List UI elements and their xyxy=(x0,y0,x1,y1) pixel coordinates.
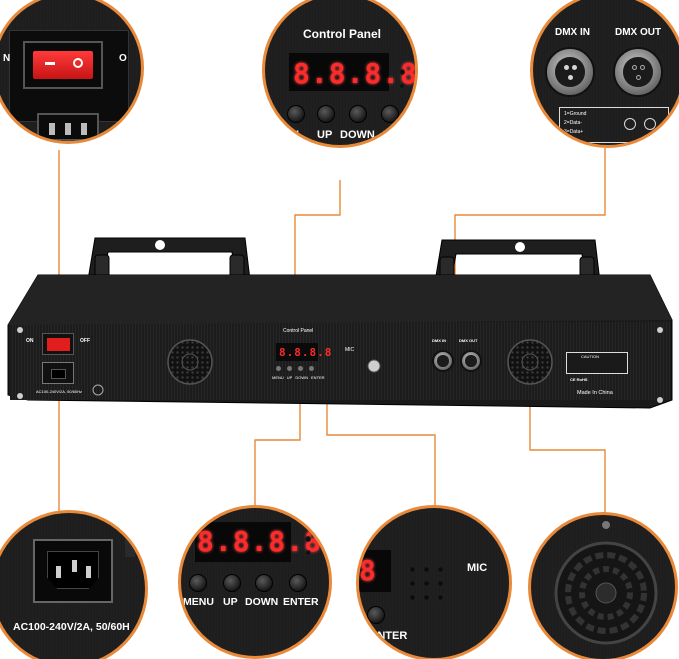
led-display: 8.8.8.8 xyxy=(289,53,415,91)
device-on-label: ON xyxy=(26,338,34,344)
dmx-out-label: DMX OUT xyxy=(615,27,662,38)
zoom-on-label: N xyxy=(3,53,11,64)
mic-label: MIC xyxy=(467,562,488,574)
led-display-bottom: 8.8.8.8 xyxy=(195,522,321,562)
btn-enter-partial xyxy=(367,606,385,624)
zoom-power-switch: N O xyxy=(0,0,144,144)
btn-up xyxy=(223,574,241,592)
device-btn-label-down: DOWN xyxy=(295,375,309,380)
btn-label-menu: MENU xyxy=(183,596,214,608)
dmx-out-connector xyxy=(613,47,663,97)
led-display-digits: 8.8.8.8 xyxy=(293,57,418,90)
zoom-dmx-ports: DMX IN DMX OUT 1=Ground 2=Data- 3=Data+ xyxy=(530,0,679,148)
device-power-inlet xyxy=(42,362,74,384)
btn-up-top xyxy=(317,105,335,123)
dmx-in-label: DMX IN xyxy=(555,27,590,38)
device-off-label: OFF xyxy=(80,338,90,344)
device-made-in: Made In China xyxy=(577,390,613,396)
device-led-digits: 8.8.8.8 xyxy=(279,346,333,359)
switch-bezel xyxy=(23,41,103,89)
device-switch-rocker xyxy=(47,338,70,351)
device-caution-title: CAUTION xyxy=(581,354,599,359)
device-btn-label-menu: MENU xyxy=(272,375,284,380)
btn-label-enter: ENTER xyxy=(283,596,319,608)
pinout-3: 3=Data+ xyxy=(564,129,584,135)
top-btn-label-4: E xyxy=(383,129,391,141)
btn-enter xyxy=(289,574,307,592)
zoom-display-buttons: 8.8.8.8 MENU UP DOWN ENTER xyxy=(178,505,332,659)
led-display-bottom-digits: 8.8.8.8 xyxy=(197,525,323,558)
dmx-pinout-box: 1=Ground 2=Data- 3=Data+ xyxy=(559,107,669,143)
device-dmx-in-label: DMX IN xyxy=(432,338,446,343)
device-caution-label: CAUTION xyxy=(566,352,628,374)
device-mic-label: MIC xyxy=(345,347,355,353)
top-btn-label-3: DOWN xyxy=(340,129,375,141)
device-button-labels: MENU UP DOWN ENTER xyxy=(272,375,325,380)
control-panel-title: Control Panel xyxy=(303,27,382,41)
device-dmx-out-label: DMX OUT xyxy=(459,338,478,343)
pinout-1: 1=Ground xyxy=(564,111,587,117)
zoom-fan xyxy=(528,512,678,659)
zoom-control-panel: Control Panel 8.8.8.8 U UP DOWN E xyxy=(262,0,418,148)
device-control-panel-label: Control Panel xyxy=(283,328,314,334)
pinout-diagram-in xyxy=(624,118,636,130)
top-btn-label-1: U xyxy=(291,129,299,141)
top-btn-label-2: UP xyxy=(317,129,333,141)
pinout-2: 2=Data- xyxy=(564,120,582,126)
red-rocker-switch xyxy=(33,51,93,79)
btn-menu xyxy=(189,574,207,592)
device-power-switch xyxy=(42,333,74,355)
btn-down-top xyxy=(349,105,367,123)
btn-label-down: DOWN xyxy=(245,596,279,608)
device-power-rating: AC100-240V/2A, 50/60Hz xyxy=(36,389,83,394)
device-dmx-in-port xyxy=(432,350,454,372)
iec-inlet xyxy=(33,539,113,603)
btn-down xyxy=(255,574,273,592)
device-dmx-out-port xyxy=(460,350,482,372)
btn-enter-top xyxy=(381,105,399,123)
device-led-display: 8.8.8.8 xyxy=(276,343,331,361)
device-button-row xyxy=(276,366,326,372)
zoom-mic: 8 MIC N ENTER xyxy=(356,505,512,659)
led-display-partial: 8 xyxy=(359,550,391,592)
fan-grille xyxy=(554,521,658,645)
device-cert-marks: CE RoHS xyxy=(570,377,588,382)
power-rating-zoom: AC100-240V/2A, 50/60H xyxy=(13,621,130,633)
btn-menu-top xyxy=(287,105,305,123)
dmx-in-connector xyxy=(545,47,595,97)
zoom-off-label: O xyxy=(119,53,127,64)
power-inlet-top xyxy=(37,113,99,141)
zoom-power-inlet: AC100-240V/2A, 50/60H xyxy=(0,510,148,659)
btn-label-up: UP xyxy=(223,596,238,608)
device-btn-label-enter: ENTER xyxy=(311,375,325,380)
enter-label-partial: N ENTER xyxy=(359,630,408,642)
pinout-diagram-out xyxy=(644,118,656,130)
device-btn-label-up: UP xyxy=(286,375,293,380)
